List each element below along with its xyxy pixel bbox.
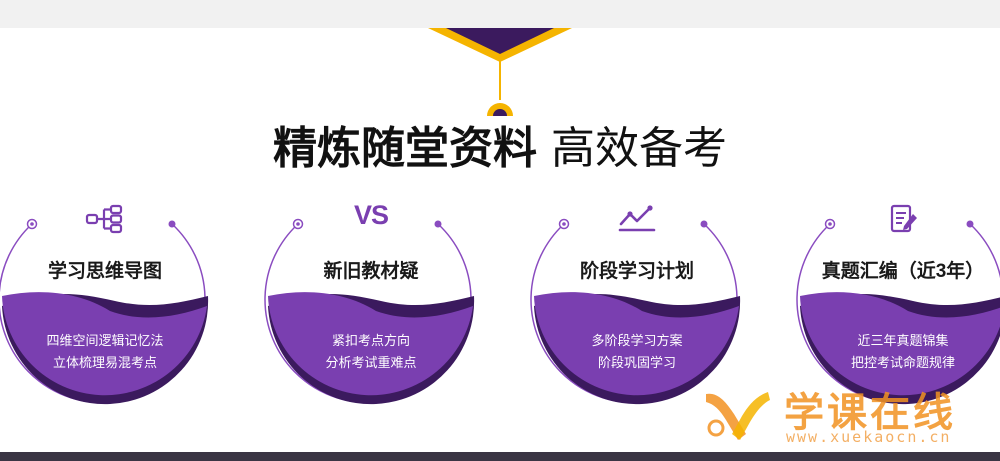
card-title: 真题汇编（近3年） [821,261,985,282]
card-circle-frame [796,218,1000,405]
watermark-logo-icon [706,392,770,440]
document-edit-icon [883,204,923,234]
card-title: 阶段学习计划 [579,261,694,282]
card-desc-line: 立体梳理易混考点 [52,355,157,370]
feature-card-mind-map: 学习思维导图 四维空间逻辑记忆法 立体梳理易混考点 [0,196,210,405]
card-desc-line: 阶段巩固学习 [597,355,676,370]
page-headline: 精炼随堂资料高效备考 [0,122,1000,176]
feature-card-plan: 阶段学习计划 多阶段学习方案 阶段巩固学习 [530,196,742,405]
card-circle-frame [530,218,741,405]
mind-map-icon [85,204,125,234]
top-band [0,0,1000,28]
bottom-band [0,452,1000,461]
card-title: 新旧教材疑 [323,261,419,282]
card-title: 学习思维导图 [47,261,162,282]
vs-icon: VS [353,200,389,230]
card-desc-line: 近三年真题锦集 [857,333,949,348]
watermark-title: 学课在线 [784,391,956,435]
feature-card-exam-papers: 真题汇编（近3年） 近三年真题锦集 把控考试命题规律 [796,196,1000,405]
headline-bold: 精炼随堂资料 [273,124,537,173]
site-watermark: 学课在线 www.xuekaocn.cn [698,380,998,452]
card-circle-frame [264,218,475,405]
card-desc-line: 四维空间逻辑记忆法 [46,333,164,348]
card-circle-frame [0,218,209,405]
banner-ornament [428,28,572,116]
card-desc-line: 多阶段学习方案 [591,333,683,348]
card-desc-line: 把控考试命题规律 [850,355,955,370]
trend-chart-icon [617,204,657,234]
card-desc-line: 分析考试重难点 [325,355,417,370]
card-desc-line: 紧扣考点方向 [331,333,410,348]
feature-card-new-old: VS 新旧教材疑 紧扣考点方向 分析考试重难点 [264,196,476,405]
watermark-url: www.xuekaocn.cn [786,428,952,446]
headline-light: 高效备考 [551,124,727,173]
